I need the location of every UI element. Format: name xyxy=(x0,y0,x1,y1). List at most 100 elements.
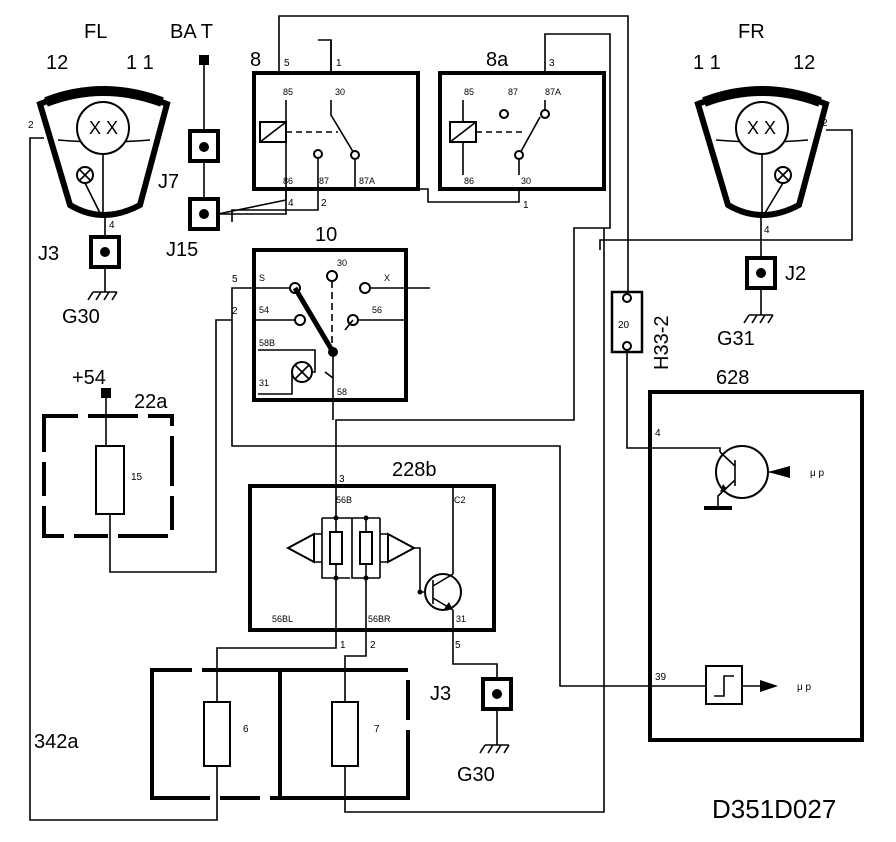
ecu-628: 628 4 μ p 39 μ p xyxy=(648,367,864,742)
fl-pin-11: 1 1 xyxy=(126,52,154,74)
unit-22a: +54 22a 15 xyxy=(42,319,232,573)
module-228b: 228b 3 56B C2 56BL 56BR 31 1 2 5 xyxy=(248,459,496,651)
fr-bulb-glyph: X X xyxy=(747,118,776,138)
switch10-pin56: 56 xyxy=(372,305,382,315)
g30-bottom-label: G30 xyxy=(457,764,495,786)
module228b-transistor xyxy=(424,573,462,611)
g30-top-label: G30 xyxy=(62,306,100,328)
ecu628-mp1: μ p xyxy=(810,468,825,479)
module228b-resistor-l xyxy=(329,531,343,565)
ecu628-pin39: 39 xyxy=(655,672,667,683)
ecu628-mp2: μ p xyxy=(797,682,812,693)
fr-pin-2: 2 xyxy=(822,118,828,129)
relay8a-box xyxy=(438,71,606,191)
module228b-wire-3: 3 xyxy=(339,474,345,485)
relay-8: 8 5 1 85 30 86 87 87A 4 2 xyxy=(250,49,420,209)
headlamp-fl: FL 12 1 1 X X 2 4 xyxy=(28,21,171,231)
fl-pin-4: 4 xyxy=(109,220,115,231)
h33-pin-20: 20 xyxy=(618,320,630,331)
fr-label: FR xyxy=(738,21,765,43)
fl-pin-2: 2 xyxy=(28,120,34,131)
switch10-id: 10 xyxy=(315,224,337,246)
ecu628-arrow-low xyxy=(760,680,778,692)
fl-label: FL xyxy=(84,21,107,43)
fuse7-label: 7 xyxy=(374,724,380,735)
switch10-pin30: 30 xyxy=(337,258,347,268)
ecu628-arrow-up xyxy=(768,466,790,478)
light-switch-10: 10 30 X S 54 56 58B 31 58 5 2 xyxy=(232,224,408,402)
unit22a-box xyxy=(42,414,174,538)
switch10-box xyxy=(252,248,408,402)
relay8-wire-5: 5 xyxy=(284,58,290,69)
j3-bottom-label: J3 xyxy=(430,683,451,705)
relay8a-wire-3: 3 xyxy=(549,58,555,69)
switch10-wire-2: 2 xyxy=(232,306,238,317)
ecu628-box xyxy=(648,390,864,742)
module228b-id: 228b xyxy=(392,459,437,481)
j15-label: J15 xyxy=(166,239,198,261)
module228b-pin56bl: 56BL xyxy=(272,614,293,624)
module228b-box xyxy=(248,484,496,632)
relay8-pin87a: 87A xyxy=(359,176,375,186)
relay8a-id: 8a xyxy=(486,49,509,71)
ecu628-pin4: 4 xyxy=(655,428,661,439)
batt-terminal xyxy=(199,55,209,65)
relay8a-pin87a: 87A xyxy=(545,87,561,97)
switch10-pin-s: S xyxy=(259,273,265,283)
switch10-wire-5: 5 xyxy=(232,274,238,285)
module228b-arrow-right xyxy=(387,532,417,564)
fr-lamp-rim xyxy=(702,86,822,107)
batt-label: BA T xyxy=(170,21,213,43)
relay8-box xyxy=(252,71,420,191)
g31-label: G31 xyxy=(717,328,755,350)
ground-j2: J2 G31 xyxy=(717,215,806,350)
fl-bulb-glyph: X X xyxy=(89,118,118,138)
switch10-pin54: 54 xyxy=(259,305,269,315)
relay-8a: 8a 3 85 87 87A 86 30 1 xyxy=(438,49,606,211)
headlamp-fr: FR 1 1 12 X X 2 4 xyxy=(693,21,830,236)
j3-top-label: J3 xyxy=(38,243,59,265)
module228b-pin-c2: C2 xyxy=(454,495,466,505)
ground-j3-bottom: J3 G30 xyxy=(430,630,513,786)
relay8a-pin86: 86 xyxy=(464,176,474,186)
module228b-pin56br: 56BR xyxy=(368,614,391,624)
switch10-pin58: 58 xyxy=(337,387,347,397)
module228b-wire-2: 2 xyxy=(370,640,376,651)
switch10-pin-x: X xyxy=(384,273,390,283)
ecu628-id: 628 xyxy=(716,367,749,389)
module228b-resistor-r xyxy=(359,531,373,565)
j7-connector xyxy=(188,129,220,163)
ground-j3-top: J3 G30 xyxy=(38,215,121,328)
module228b-arrow-left xyxy=(285,532,315,564)
supply-label: +54 xyxy=(72,367,106,389)
fl-lamp-rim xyxy=(44,86,164,107)
relay8-pin85: 85 xyxy=(283,87,293,97)
fr-pin-12: 12 xyxy=(793,52,815,74)
relay8-pin30: 30 xyxy=(335,87,345,97)
module228b-pin31: 31 xyxy=(456,614,466,624)
h33-label: H33-2 xyxy=(651,316,673,370)
wiring xyxy=(29,15,853,821)
fuse6-label: 6 xyxy=(243,724,249,735)
relay8a-pin30: 30 xyxy=(521,176,531,186)
unit-342a: 6 7 342a xyxy=(34,228,605,813)
switch10-pin58b: 58B xyxy=(259,338,275,348)
relay8a-pin87: 87 xyxy=(508,87,518,97)
supply-terminal xyxy=(101,388,111,398)
relay8-id: 8 xyxy=(250,49,261,71)
module228b-wire-1: 1 xyxy=(340,640,346,651)
fuse-6 xyxy=(203,701,231,767)
relay8-wire-2: 2 xyxy=(321,198,327,209)
relay8a-wire-1: 1 xyxy=(523,200,529,211)
relay8-pin87: 87 xyxy=(319,176,329,186)
module228b-pin56b: 56B xyxy=(336,495,352,505)
fl-bulb-main xyxy=(76,101,130,155)
fr-pin-4: 4 xyxy=(764,225,770,236)
battery-feed: BA T J7 J15 xyxy=(158,21,220,261)
unit342a-id: 342a xyxy=(34,731,79,753)
j2-label: J2 xyxy=(785,263,806,285)
relay8-wire-4: 4 xyxy=(288,198,294,209)
unit22a-id: 22a xyxy=(134,391,168,413)
switch10-pin31: 31 xyxy=(259,378,269,388)
